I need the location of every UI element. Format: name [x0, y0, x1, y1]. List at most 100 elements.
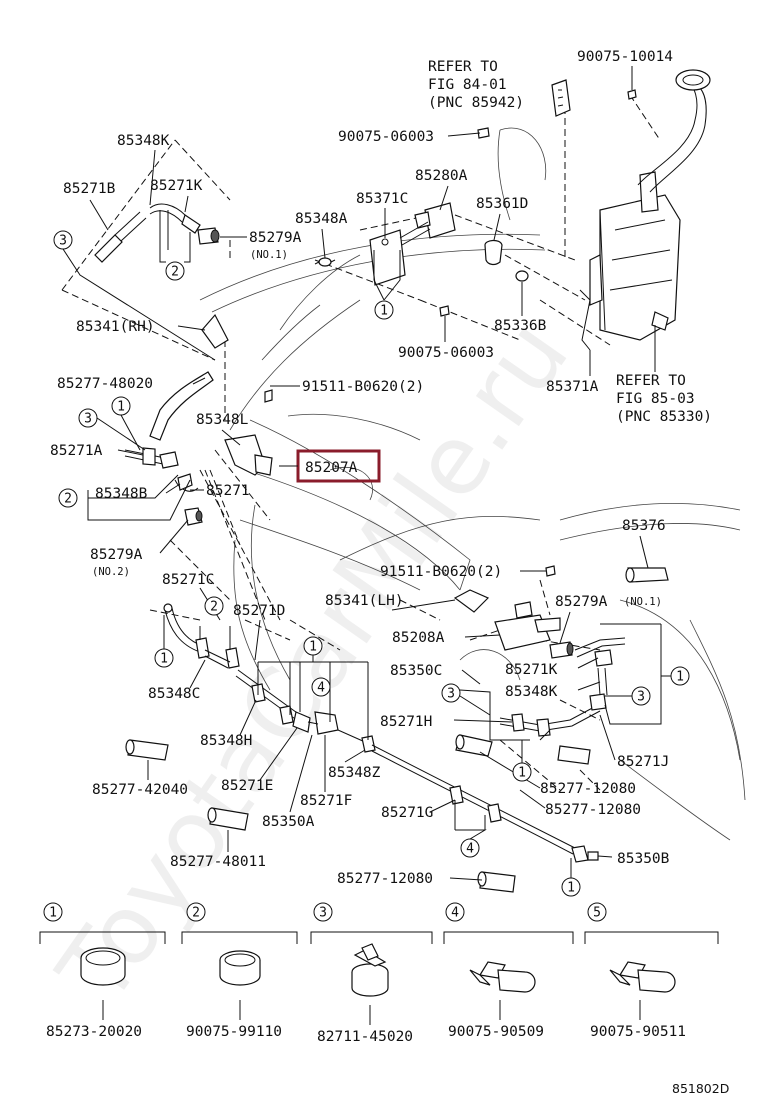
- label-85271: 85271: [206, 483, 250, 499]
- label-85277-12080-a: 85277-12080: [540, 781, 636, 797]
- legend-num-5: 5: [587, 902, 607, 922]
- lower-left-hoses: [125, 603, 599, 893]
- callout-2-b: 2: [58, 488, 78, 508]
- refer-top-line-3: (PNC 85942): [428, 95, 524, 111]
- refer-top-line-1: REFER TO: [428, 59, 498, 75]
- svg-text:4: 4: [451, 906, 459, 921]
- callout-1-a: 1: [374, 300, 394, 320]
- label-90075-06003-a: 90075-06003: [338, 129, 434, 145]
- legend-num-4: 4: [445, 902, 465, 922]
- bracket-85942: [551, 79, 571, 117]
- callout-brackets: [62, 232, 671, 878]
- callout-2-c: 2: [204, 596, 224, 616]
- callout-1-f: 1: [512, 762, 532, 782]
- label-85271g: 85271G: [381, 805, 433, 821]
- refer-right-line-3: (PNC 85330): [616, 409, 712, 425]
- label-85271b: 85271B: [63, 181, 116, 197]
- label-85341-rh: 85341(RH): [76, 319, 155, 335]
- washer-reservoir: [579, 69, 711, 351]
- label-85271f: 85271F: [300, 793, 352, 809]
- callout-1-g: 1: [561, 877, 581, 897]
- label-85350a: 85350A: [262, 814, 315, 830]
- callout-3-a: 3: [53, 230, 73, 250]
- label-85271c: 85271C: [162, 572, 214, 588]
- label-85350c: 85350C: [390, 663, 442, 679]
- label-85336b: 85336B: [494, 318, 547, 334]
- label-90075-10014: 90075-10014: [577, 49, 673, 65]
- callout-1-d: 1: [154, 648, 174, 668]
- label-91511-b0620-a: 91511-B0620(2): [302, 379, 424, 395]
- label-85277-42040: 85277-42040: [92, 782, 188, 798]
- part-labels: 90075-10014 85348K 90075-06003 85271B 85…: [50, 49, 673, 887]
- label-85348a: 85348A: [295, 211, 348, 227]
- label-85371c: 85371C: [356, 191, 408, 207]
- svg-text:3: 3: [59, 234, 67, 249]
- nozzle-lh-assembly: [453, 565, 669, 765]
- label-85350b: 85350B: [617, 851, 670, 867]
- label-85277-12080-c: 85277-12080: [337, 871, 433, 887]
- legend-part-4: 90075-90509: [448, 1024, 544, 1040]
- callout-3-b: 3: [78, 408, 98, 428]
- svg-text:2: 2: [64, 492, 72, 507]
- top-parts: [94, 89, 637, 317]
- label-85279a-top: 85279A: [249, 230, 302, 246]
- label-85348b: 85348B: [95, 486, 148, 502]
- svg-text:2: 2: [171, 265, 179, 280]
- label-85271k-mid: 85271K: [505, 662, 558, 678]
- label-85271e: 85271E: [221, 778, 273, 794]
- label-85280a: 85280A: [415, 168, 468, 184]
- legend-part-2: 90075-99110: [186, 1024, 282, 1040]
- label-85277-48020: 85277-48020: [57, 376, 153, 392]
- label-85348k-top: 85348K: [117, 133, 170, 149]
- svg-text:4: 4: [466, 842, 474, 857]
- refer-note-top: REFER TO FIG 84-01 (PNC 85942): [428, 59, 524, 111]
- label-90075-06003-b: 90075-06003: [398, 345, 494, 361]
- label-85361d: 85361D: [476, 196, 528, 212]
- label-85371a: 85371A: [546, 379, 599, 395]
- label-85277-48011: 85277-48011: [170, 854, 266, 870]
- label-85271d: 85271D: [233, 603, 285, 619]
- label-no2: (NO.2): [92, 566, 130, 578]
- svg-text:5: 5: [593, 906, 601, 921]
- hose-clamp-icon: [351, 943, 389, 997]
- label-85271k-top: 85271K: [150, 178, 203, 194]
- svg-text:3: 3: [319, 906, 327, 921]
- svg-text:2: 2: [192, 906, 200, 921]
- legend-num-2: 2: [186, 902, 206, 922]
- nozzle-rh-assembly: [124, 313, 273, 526]
- label-85348c: 85348C: [148, 686, 200, 702]
- callout-4-b: 4: [460, 838, 480, 858]
- svg-text:1: 1: [567, 881, 575, 896]
- label-85271j: 85271J: [617, 754, 669, 770]
- label-no1-right: (NO.1): [624, 596, 662, 608]
- label-85277-12080-b: 85277-12080: [545, 802, 641, 818]
- label-85208a: 85208A: [392, 630, 445, 646]
- refer-right-line-1: REFER TO: [616, 373, 686, 389]
- legend-part-5: 90075-90511: [590, 1024, 686, 1040]
- label-85376: 85376: [622, 518, 666, 534]
- svg-text:3: 3: [637, 690, 645, 705]
- callout-4-a: 4: [311, 677, 331, 697]
- callout-2-a: 2: [165, 261, 185, 281]
- legend-part-1: 85273-20020: [46, 1024, 142, 1040]
- legend-num-3: 3: [313, 902, 333, 922]
- svg-text:1: 1: [309, 640, 317, 655]
- label-85271h: 85271H: [380, 714, 432, 730]
- clamp-ring-icon: [219, 950, 261, 986]
- svg-text:1: 1: [117, 400, 125, 415]
- refer-top-line-2: FIG 84-01: [428, 77, 507, 93]
- svg-text:2: 2: [210, 600, 218, 615]
- svg-text:3: 3: [447, 687, 455, 702]
- label-85279a-right: 85279A: [555, 594, 608, 610]
- label-85207a: 85207A: [305, 460, 358, 476]
- clamp-band-icon: [80, 947, 126, 986]
- drawing-code: 851802D: [672, 1081, 729, 1096]
- svg-text:1: 1: [160, 652, 168, 667]
- legend-part-3: 82711-45020: [317, 1029, 413, 1045]
- label-85341-lh: 85341(LH): [325, 593, 404, 609]
- hose-clip-5-icon: [609, 961, 676, 993]
- svg-text:3: 3: [84, 412, 92, 427]
- label-85348l: 85348L: [196, 412, 249, 428]
- svg-text:1: 1: [49, 906, 57, 921]
